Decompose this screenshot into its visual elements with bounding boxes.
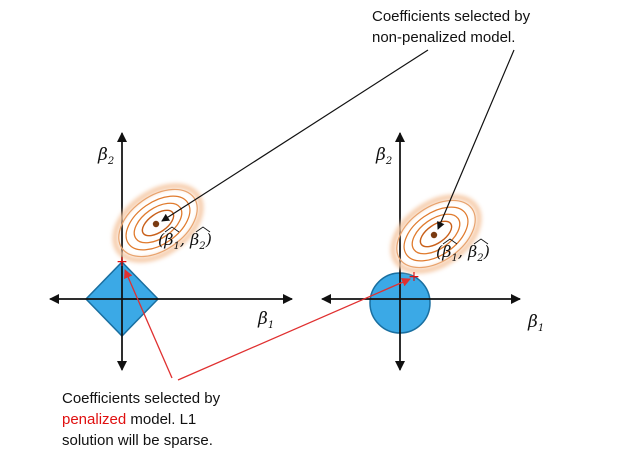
l2-solution-marker: + — [408, 269, 420, 285]
l2-ols-point — [430, 231, 438, 239]
bottom-callout-line-3: solution will be sparse. — [62, 432, 213, 449]
bottom-callout-line-1: Coefficients selected by — [62, 390, 221, 407]
top-callout-arrow-left — [161, 49, 429, 222]
l2-beta2-label: β2 — [375, 145, 392, 167]
bottom-callout-arrow-right — [177, 278, 411, 381]
l1-panel: + β2 β1 (β1, β2) — [49, 132, 293, 371]
bottom-callout-arrow-left — [124, 269, 173, 379]
top-callout-arrow-right — [437, 49, 515, 230]
l1-estimate-label: (β1, β2) — [158, 230, 212, 252]
bottom-callout: Coefficients selected by penalized model… — [62, 388, 220, 451]
l1-beta1-label: β1 — [257, 309, 274, 331]
l2-beta1-label: β1 — [527, 312, 544, 334]
l1-hat-2 — [195, 226, 211, 233]
l2-estimate-label: (β1, β2) — [436, 242, 490, 264]
top-callout-line-1: Coefficients selected by — [372, 8, 531, 25]
bottom-callout-line-2: penalized model. L1 — [62, 409, 220, 430]
bottom-callout-line-2-rest: model. L1 — [126, 411, 197, 428]
top-callout-line-2: non-penalized model. — [372, 29, 516, 46]
l1-hat-1 — [164, 226, 180, 233]
l2-panel: + β2 β1 (β1, β2) — [321, 132, 544, 371]
l1-beta2-label: β2 — [97, 145, 114, 167]
l2-contours — [390, 194, 482, 274]
penalized-highlight: penalized — [62, 411, 127, 428]
l2-hat-2 — [473, 238, 489, 245]
l1-solution-marker: + — [116, 254, 128, 270]
l1-ols-point — [152, 220, 160, 228]
l2-hat-1 — [442, 238, 458, 245]
top-callout: Coefficients selected by non-penalized m… — [372, 6, 530, 48]
l1-contours — [112, 183, 204, 263]
